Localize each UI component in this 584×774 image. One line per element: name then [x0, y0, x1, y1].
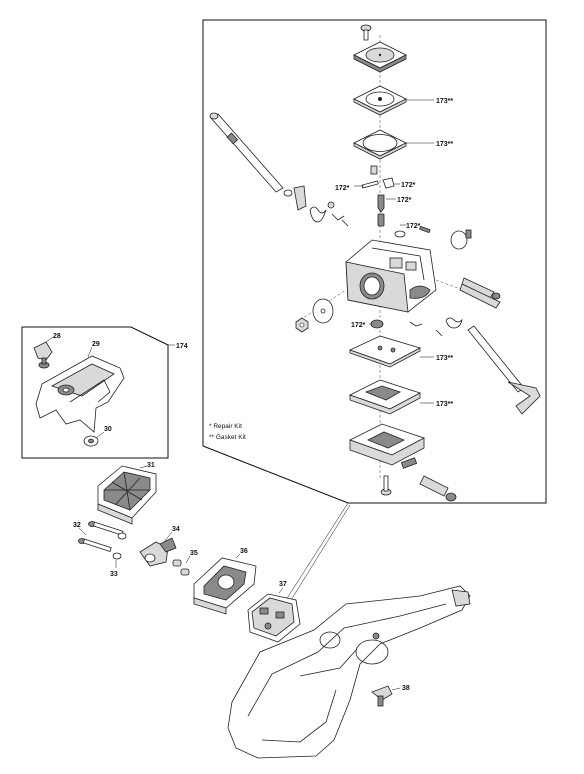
choke-plate: [450, 229, 472, 250]
pump-gasket: [348, 335, 422, 368]
carburettor-detail-frame: [202, 19, 547, 504]
pump-diaphragm: [348, 379, 422, 415]
callout-174: 174: [176, 343, 188, 350]
callout-173-2: 173**: [436, 141, 453, 148]
callout-36: 36: [240, 548, 248, 555]
detail-connector-line-2: [287, 504, 351, 606]
carburettor-body: [345, 239, 437, 313]
callout-172-3: 172*: [397, 197, 412, 204]
callout-173-3: 173**: [436, 355, 453, 362]
o-ring: [117, 532, 127, 540]
throttle-lever: [293, 185, 307, 211]
diaphragm-cover: [353, 41, 407, 73]
choke-assembly: [139, 537, 177, 567]
mounting-bolt: [88, 521, 124, 536]
callout-173-1: 173**: [436, 98, 453, 105]
intake-adaptor: [193, 557, 257, 615]
callout-31: 31: [147, 462, 155, 469]
o-ring-2: [112, 552, 122, 560]
top-screw: [360, 24, 372, 41]
mounting-bolt-2: [78, 538, 112, 553]
needle-valve-parts: [361, 165, 395, 227]
callout-172-2: 172*: [401, 182, 416, 189]
spring-clips: [309, 201, 349, 227]
washer: [283, 189, 293, 197]
cover-knob: [33, 341, 53, 369]
ring-gasket: [353, 129, 407, 160]
callout-35: 35: [190, 550, 198, 557]
limiter-screw: [419, 475, 457, 502]
callout-173-4: 173**: [436, 401, 453, 408]
choke-lever: [467, 325, 541, 415]
callout-29: 29: [92, 341, 100, 348]
filter-cover: [35, 355, 125, 433]
legend-gasket-kit: ** Gasket Kit: [209, 434, 246, 441]
pump-cover: [348, 423, 426, 469]
callout-172-4: 172*: [406, 223, 421, 230]
callout-30: 30: [104, 426, 112, 433]
cover-screw: [380, 475, 392, 496]
callout-172-5: 172*: [351, 322, 366, 329]
air-filter: [97, 465, 157, 525]
detail-connector-line: [283, 502, 349, 604]
cover-washer: [83, 435, 99, 447]
filter-cover-detail-frame: [21, 326, 169, 459]
diaphragm-gasket: [353, 85, 407, 116]
carburettor: [247, 593, 301, 643]
callout-28: 28: [53, 333, 61, 340]
callout-172-1: 172*: [335, 185, 350, 192]
callout-34: 34: [172, 526, 180, 533]
throttle-shaft: [209, 112, 284, 193]
callout-32: 32: [73, 522, 81, 529]
spacer: [172, 559, 190, 576]
housing-knob: [371, 685, 393, 707]
coil-spring: [445, 317, 463, 329]
nut: [295, 317, 309, 333]
callout-33: 33: [110, 571, 118, 578]
filter-screen: [370, 319, 384, 329]
legend-repair-kit: * Repair Kit: [209, 423, 242, 430]
adjustment-screws: [459, 277, 501, 309]
chainsaw-housing: [227, 585, 471, 759]
small-screw-parts: [394, 225, 431, 238]
callout-37: 37: [279, 581, 287, 588]
callout-38: 38: [402, 685, 410, 692]
